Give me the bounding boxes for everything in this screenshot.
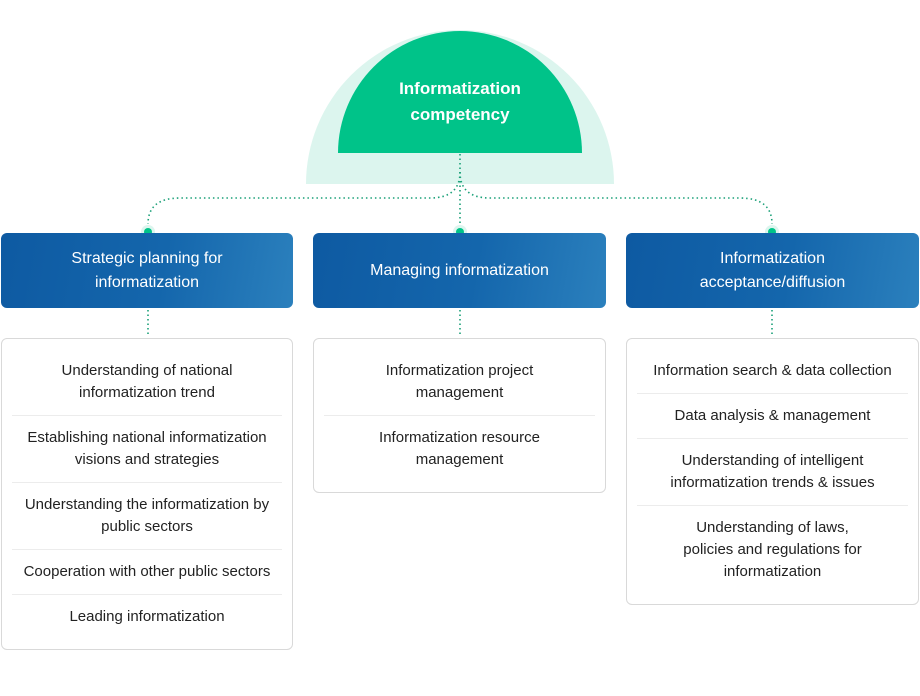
item-line: management <box>415 451 504 468</box>
root-title-line-1: Informatization <box>399 79 521 98</box>
panel-managing-informatization: Informatization project management Infor… <box>313 338 606 493</box>
item-line: visions and strategies <box>74 451 220 468</box>
category-title-line: Managing informatization <box>370 261 549 279</box>
list-item: Understanding the informatization by pub… <box>12 483 282 550</box>
list-item: Informatization resource management <box>324 416 595 482</box>
list-item: Cooperation with other public sectors <box>12 550 282 595</box>
list-item: Understanding of national informatizatio… <box>12 349 282 416</box>
root-semicircle <box>338 31 582 153</box>
root-node-title: Informatization competency <box>338 76 582 128</box>
list-item: Information search & data collection <box>637 349 908 394</box>
item-line: informatization <box>723 563 822 580</box>
item-line: informatization trends & issues <box>670 474 875 491</box>
category-strategic-planning: Strategic planning for informatization <box>1 233 293 308</box>
list-item: Establishing national informatization vi… <box>12 416 282 483</box>
item-line: Understanding of national <box>61 362 233 379</box>
category-title-line: informatization <box>94 273 200 291</box>
root-title-line-2: competency <box>410 105 510 124</box>
category-managing-informatization: Managing informatization <box>313 233 606 308</box>
item-line: Informatization project <box>385 362 534 379</box>
connector-root-to-category-1 <box>147 154 461 225</box>
item-line: Understanding the informatization by <box>24 496 270 513</box>
list-item: Data analysis & management <box>637 394 908 439</box>
connector-root-to-category-3 <box>459 171 773 225</box>
item-line: informatization trend <box>79 384 215 401</box>
item-line: management <box>415 384 504 401</box>
item-line: Understanding of laws, <box>696 519 849 536</box>
list-item: Understanding of intelligent informatiza… <box>637 439 908 506</box>
item-line: policies and regulations for <box>683 541 862 558</box>
item-line: Information search & data collection <box>653 362 892 379</box>
item-line: Informatization resource <box>379 429 540 446</box>
panel-strategic-planning: Understanding of national informatizatio… <box>1 338 293 650</box>
category-title-line: Strategic planning for <box>71 249 223 267</box>
item-line: public sectors <box>101 518 193 535</box>
category-title-line: Informatization <box>720 249 825 267</box>
list-item: Informatization project management <box>324 349 595 416</box>
item-line: Establishing national informatization <box>27 429 267 446</box>
category-title-line: acceptance/diffusion <box>699 273 846 291</box>
list-item: Leading informatization <box>12 595 282 639</box>
panel-acceptance-diffusion: Information search & data collection Dat… <box>626 338 919 605</box>
item-line: Leading informatization <box>69 608 225 625</box>
category-acceptance-diffusion: Informatization acceptance/diffusion <box>626 233 919 308</box>
item-line: Cooperation with other public sectors <box>23 563 271 580</box>
item-line: Understanding of intelligent <box>681 452 864 469</box>
list-item: Understanding of laws, policies and regu… <box>637 506 908 594</box>
item-line: Data analysis & management <box>674 407 871 424</box>
